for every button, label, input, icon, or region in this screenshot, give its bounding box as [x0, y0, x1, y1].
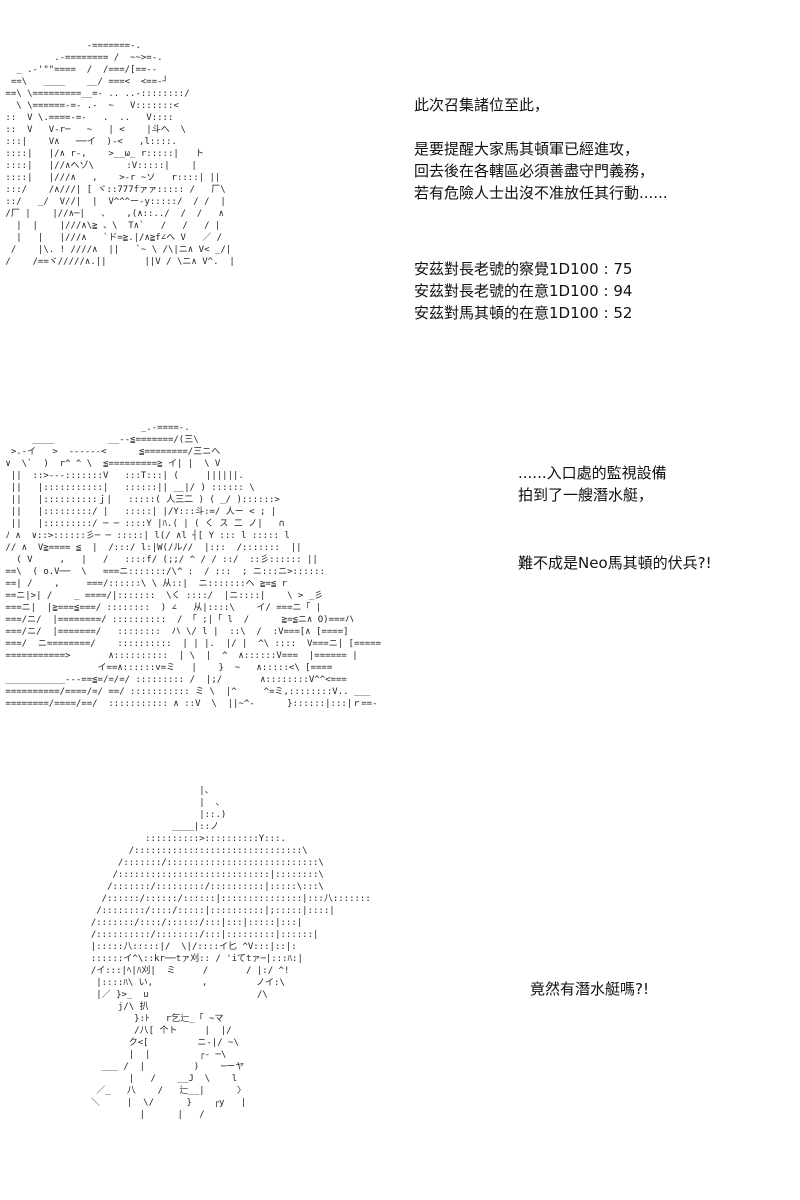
dialogue-line: 難不成是Neo馬其頓的伏兵?! [518, 554, 712, 572]
ascii-art-caped-figure: -=======-. .-======== / ~~>=-. _ .-'""==… [5, 41, 235, 267]
panel-3-dialogue: 竟然有潛水艇嗎?! [530, 978, 649, 1000]
ascii-art-monster: _.-====-. ____ __--≦=======/(三\ >.-イ > -… [5, 423, 382, 709]
line-gap [414, 116, 668, 138]
dialogue-line: 回去後在各轄區必須善盡守門義務， [414, 162, 655, 180]
panel-1-dice-rolls: 安茲對長老號的察覺1D100 : 75 安茲對長老號的在意1D100 : 94 … [414, 258, 632, 324]
dialogue-line: 此次召集諸位至此， [414, 96, 550, 114]
dialogue-line: 若有危險人士出沒不准放任其行動...... [414, 184, 668, 202]
panel-2: _.-====-. ____ __--≦=======/(三\ >.-イ > -… [0, 400, 800, 770]
dialogue-line: 竟然有潛水艇嗎?! [530, 980, 649, 998]
panel-2-dialogue: ......入口處的監視設備 拍到了一艘潛水艇， [518, 462, 667, 506]
dialogue-line: 是要提醒大家馬其頓軍已經進攻， [414, 140, 640, 158]
panel-1-dialogue: 此次召集諸位至此， 是要提醒大家馬其頓軍已經進攻， 回去後在各轄區必須善盡守門義… [414, 94, 668, 204]
dialogue-line: ......入口處的監視設備 [518, 464, 667, 482]
panel-1: -=======-. .-======== / ~~>=-. _ .-'""==… [0, 0, 800, 390]
panel-2-exclamation: 難不成是Neo馬其頓的伏兵?! [518, 552, 712, 574]
dialogue-line: 拍到了一艘潛水艇， [518, 486, 654, 504]
panel-3: |、 | 、 |::.) ____|::ノ ::::::::::>:::::::… [0, 780, 800, 1200]
dice-roll-line: 安茲對長老號的在意1D100 : 94 [414, 282, 633, 300]
dice-roll-line: 安茲對馬其頓的在意1D100 : 52 [414, 304, 633, 322]
ascii-art-mushroom-hair-figure: |、 | 、 |::.) ____|::ノ ::::::::::>:::::::… [90, 786, 371, 1120]
dice-roll-line: 安茲對長老號的察覺1D100 : 75 [414, 260, 633, 278]
